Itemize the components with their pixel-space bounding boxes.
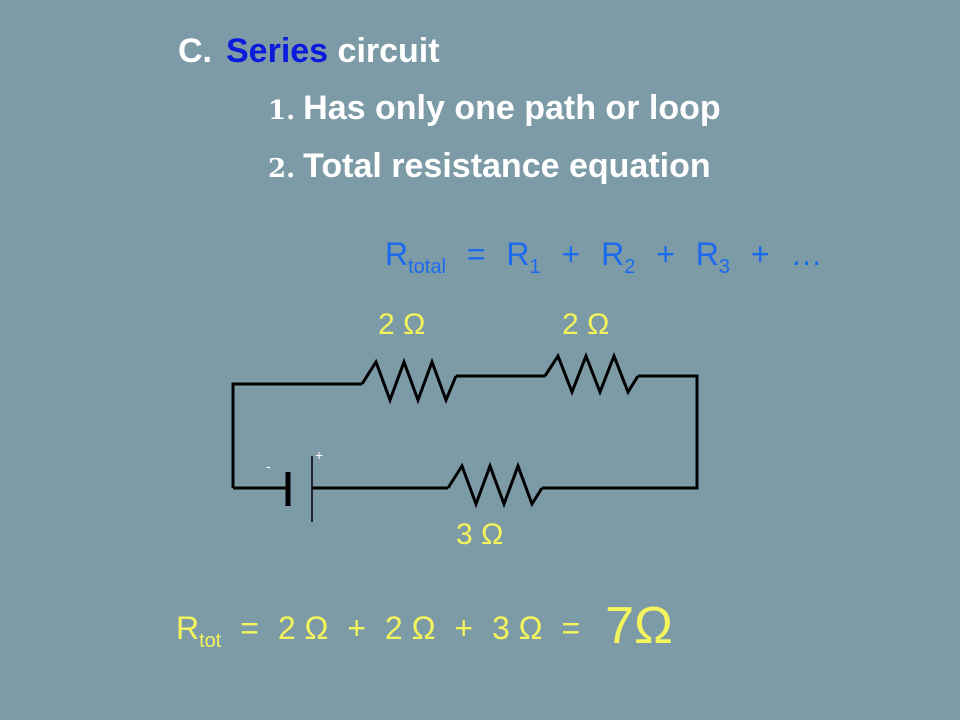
result-plus-2: + <box>454 610 474 646</box>
list-item-1-text: Has only one path or loop <box>303 89 721 127</box>
eq-term-1-sub: 1 <box>529 256 541 278</box>
result-lhs: R <box>176 610 200 646</box>
eq-equals: = <box>466 236 486 272</box>
result-term-3: 3 Ω <box>491 610 543 646</box>
list-item-1: 1.Has only one path or loop <box>268 89 721 128</box>
resistor-2 <box>543 351 640 397</box>
resistor-3 <box>446 461 544 509</box>
eq-plus-1: + <box>561 236 581 272</box>
list-item-2-number: 2. <box>268 154 296 184</box>
eq-term-2-sub: 2 <box>624 256 636 278</box>
heading-prefix: C. <box>178 32 212 70</box>
result-equals-2: = <box>561 610 581 646</box>
resistor-1 <box>360 357 458 405</box>
resistor-1-label: 2 Ω <box>378 308 426 341</box>
list-item-2-text: Total resistance equation <box>303 147 711 185</box>
eq-term-3-sub: 3 <box>718 256 731 278</box>
result-plus-1: + <box>347 610 367 646</box>
eq-term-2: R <box>601 236 625 272</box>
eq-plus-2: + <box>656 236 675 272</box>
battery-negative-label: - <box>266 458 271 474</box>
wire-top-left <box>231 382 362 488</box>
general-equation: Rtotal = R1 + R2 + R3 + … <box>385 236 823 279</box>
list-item-2: 2.Total resistance equation <box>268 147 711 186</box>
battery-positive-label: + <box>315 447 324 463</box>
eq-lhs: R <box>385 236 409 272</box>
result-lhs-sub: tot <box>199 630 222 652</box>
result-term-1: 2 Ω <box>277 610 329 646</box>
eq-ellipsis: … <box>790 236 823 272</box>
slide-heading: C. Series circuit <box>178 32 440 71</box>
eq-plus-3: + <box>750 236 770 272</box>
result-total: 7Ω <box>605 597 673 655</box>
list-item-1-number: 1. <box>268 96 296 126</box>
result-equals: = <box>240 610 259 646</box>
eq-term-1: R <box>506 236 530 272</box>
eq-term-3: R <box>695 236 719 272</box>
resistor-3-label: 3 Ω <box>456 518 504 551</box>
eq-lhs-sub: total <box>408 256 446 278</box>
wire-right <box>542 374 699 490</box>
resistor-2-label: 2 Ω <box>562 308 610 341</box>
heading-rest: circuit <box>337 32 440 70</box>
result-term-2: 2 Ω <box>384 610 436 646</box>
total-resistance-result: Rtot = 2 Ω + 2 Ω + 3 Ω = 7Ω <box>176 592 673 655</box>
heading-series-word: Series <box>226 32 329 70</box>
